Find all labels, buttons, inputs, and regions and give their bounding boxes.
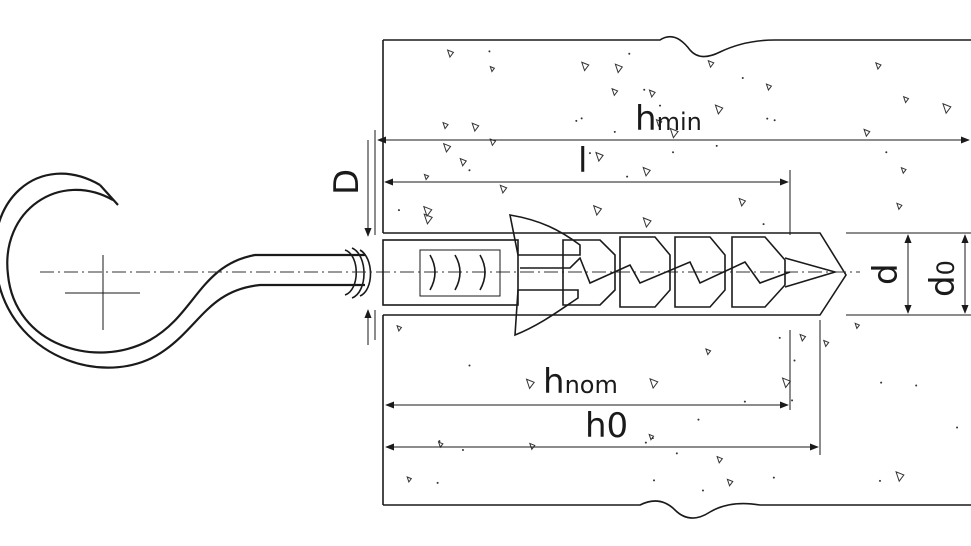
concrete-speck xyxy=(781,377,792,389)
concrete-texture xyxy=(396,49,959,492)
concrete-dot xyxy=(762,223,765,226)
concrete-speck xyxy=(900,166,907,175)
concrete-dot xyxy=(772,476,775,479)
concrete-speck xyxy=(726,478,734,487)
concrete-dot xyxy=(697,418,700,421)
concrete-speck xyxy=(442,121,449,130)
concrete-speck xyxy=(707,59,715,69)
concrete-speck xyxy=(611,87,619,97)
concrete-speck xyxy=(648,433,655,441)
concrete-speck xyxy=(499,184,508,195)
concrete-speck xyxy=(822,339,830,348)
concrete-dot xyxy=(643,88,646,91)
concrete-dot xyxy=(488,50,491,53)
concrete-dot xyxy=(715,144,718,147)
concrete-speck xyxy=(895,470,905,483)
concrete-dot xyxy=(878,479,881,482)
concrete-speck xyxy=(423,213,433,225)
concrete-speck xyxy=(396,324,403,333)
concrete-speck xyxy=(406,476,413,484)
concrete-dot xyxy=(461,449,464,452)
concrete-dot xyxy=(575,119,578,122)
concrete-dot xyxy=(885,151,888,154)
concrete-dot xyxy=(741,77,744,80)
concrete-speck xyxy=(765,83,773,92)
concrete-speck xyxy=(896,202,903,211)
concrete-speck xyxy=(642,216,652,229)
concrete-dot xyxy=(880,381,883,384)
concrete-dot xyxy=(791,399,794,402)
concrete-dot xyxy=(675,452,678,455)
concrete-speck xyxy=(863,128,871,138)
d0-label: d0 xyxy=(923,260,963,297)
concrete-dot xyxy=(773,119,776,122)
concrete-speck xyxy=(525,378,535,390)
concrete-speck xyxy=(875,62,882,71)
h0-label: h0 xyxy=(585,406,628,446)
concrete-speck xyxy=(614,63,624,74)
hook-screw xyxy=(0,172,372,369)
concrete-dot xyxy=(659,104,662,107)
concrete-dot xyxy=(580,117,583,120)
concrete-speck xyxy=(592,204,603,217)
concrete-dot xyxy=(743,400,746,403)
concrete-dot xyxy=(653,479,656,482)
concrete-dot xyxy=(438,440,441,443)
concrete-dot xyxy=(468,364,471,367)
D-label: D xyxy=(327,169,367,195)
concrete-speck xyxy=(648,89,656,98)
concrete-dot xyxy=(766,117,769,120)
concrete-dot xyxy=(915,384,918,387)
concrete-speck xyxy=(716,455,724,464)
concrete-speck xyxy=(580,61,590,72)
concrete-speck xyxy=(595,151,604,163)
concrete-dot xyxy=(956,426,959,429)
concrete-speck xyxy=(489,65,496,73)
concrete-dot xyxy=(468,169,471,172)
concrete-speck xyxy=(714,104,724,115)
d-label: d xyxy=(866,263,906,285)
concrete-speck xyxy=(705,348,712,356)
concrete-speck xyxy=(442,142,452,154)
concrete-speck xyxy=(669,127,679,139)
concrete-speck xyxy=(446,49,455,59)
concrete-speck xyxy=(799,333,807,343)
concrete-dot xyxy=(588,152,591,155)
concrete-speck xyxy=(854,322,861,330)
concrete-dot xyxy=(397,209,400,212)
l-label: l xyxy=(578,141,587,181)
concrete-speck xyxy=(738,197,747,208)
concrete-speck xyxy=(902,95,910,104)
concrete-speck xyxy=(471,122,480,133)
concrete-block xyxy=(382,35,971,519)
concrete-dot xyxy=(436,481,439,484)
concrete-dot xyxy=(793,359,796,362)
h-min-label: hmin xyxy=(635,99,702,139)
concrete-speck xyxy=(437,441,444,449)
concrete-dot xyxy=(701,489,704,492)
concrete-dot xyxy=(644,441,647,444)
concrete-speck xyxy=(649,377,659,390)
concrete-speck xyxy=(423,173,430,181)
dimensions xyxy=(364,130,970,460)
concrete-dot xyxy=(626,175,629,178)
concrete-speck xyxy=(655,118,663,128)
h-nom-label: hnom xyxy=(543,362,618,402)
concrete-dot xyxy=(613,130,616,133)
concrete-dot xyxy=(778,336,781,339)
concrete-speck xyxy=(459,157,468,167)
concrete-dot xyxy=(672,151,675,154)
concrete-speck xyxy=(942,102,952,115)
concrete-speck xyxy=(422,205,433,218)
wall-plug xyxy=(382,214,838,337)
concrete-speck xyxy=(642,166,651,177)
concrete-speck xyxy=(529,442,536,451)
concrete-dot xyxy=(628,52,631,55)
